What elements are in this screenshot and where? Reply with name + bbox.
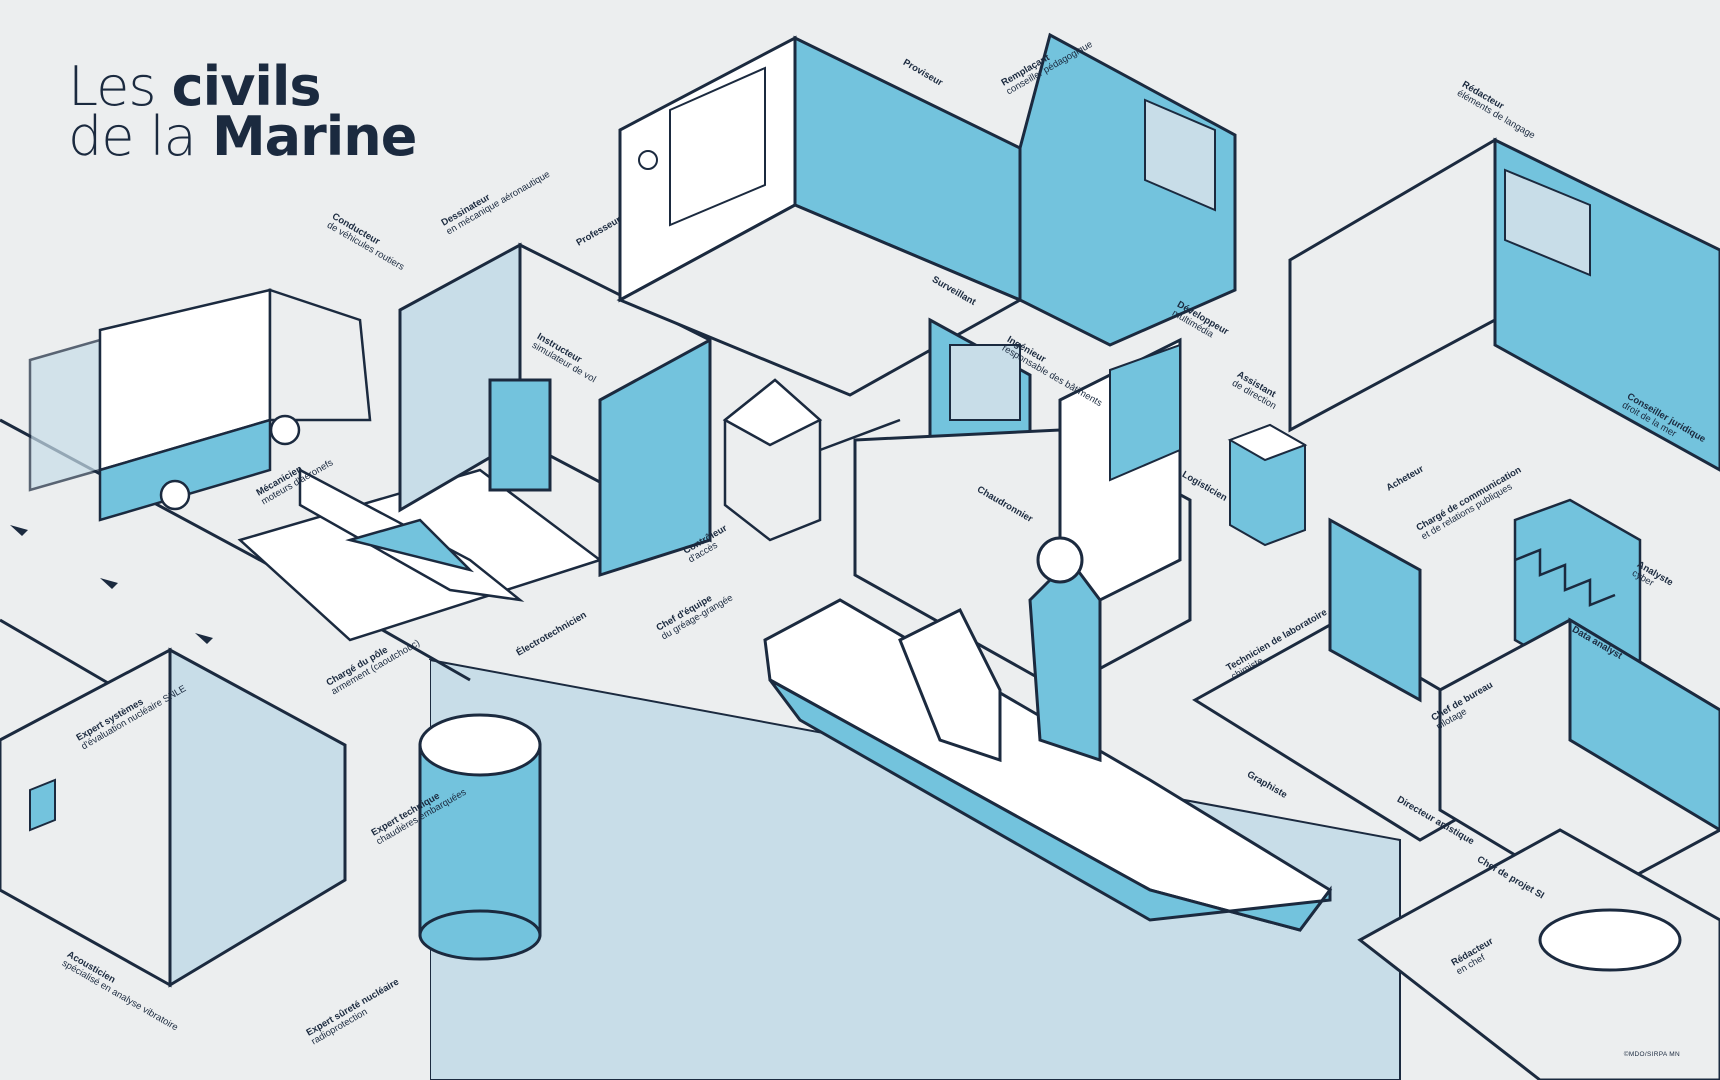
- room-developer: [1018, 32, 1237, 347]
- road-arrows: [10, 525, 213, 644]
- office-lower-right: [1192, 517, 1720, 902]
- title-line1-bold: civils: [171, 55, 322, 118]
- meeting-area: [1357, 828, 1720, 1080]
- truck: [28, 288, 372, 522]
- page-title: Les civils de la Marine: [68, 60, 417, 164]
- pallet-boxes: [1227, 423, 1308, 547]
- reactor: [418, 713, 542, 961]
- room-workshop: [853, 337, 1192, 692]
- road-edge-2: [0, 618, 121, 692]
- room-classroom: [616, 35, 1024, 397]
- guard-post: [722, 378, 901, 542]
- title-line1-light: Les: [68, 55, 156, 118]
- office-top-right: [1288, 137, 1720, 472]
- room-acoustic: [0, 647, 347, 988]
- credit-text: ©MDO/SIRPA MN: [1623, 1051, 1680, 1058]
- room-simulator: [398, 242, 712, 578]
- frigate: [763, 536, 1333, 932]
- title-line2-light: de la: [68, 105, 197, 168]
- title-line2-bold: Marine: [211, 105, 417, 168]
